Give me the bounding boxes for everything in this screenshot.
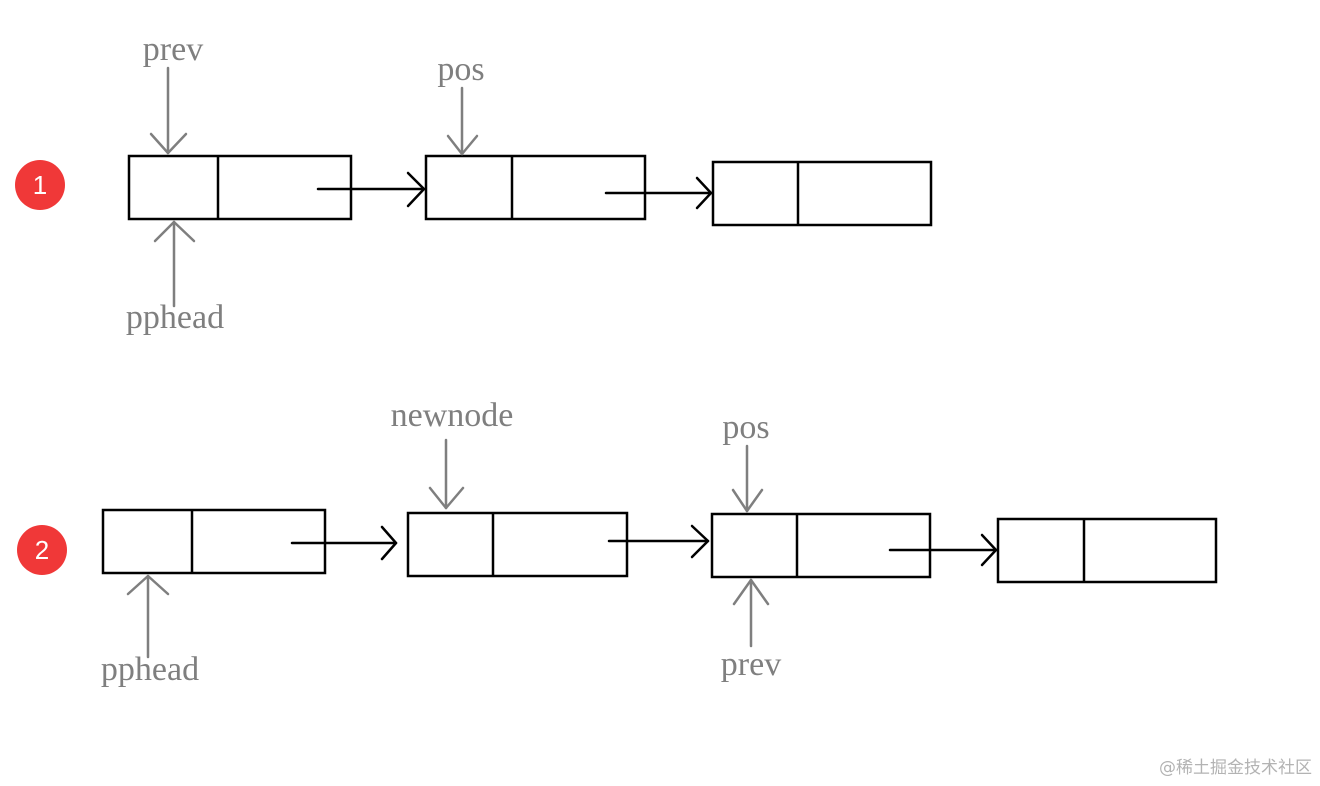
pointer-prev: prev bbox=[721, 578, 781, 683]
list-node bbox=[710, 512, 932, 579]
pointer-pphead: pphead bbox=[101, 574, 199, 688]
pointer-prev: prev bbox=[143, 31, 203, 155]
next-link-arrow bbox=[604, 176, 713, 210]
list-node bbox=[711, 160, 933, 227]
next-link-arrow bbox=[316, 171, 426, 208]
pointer-pphead: pphead bbox=[126, 220, 224, 336]
step-badge: 2 bbox=[17, 525, 67, 575]
pointer-label: pphead bbox=[101, 651, 199, 688]
list-node bbox=[101, 508, 327, 575]
list-node bbox=[406, 511, 629, 578]
pointer-newnode: newnode bbox=[391, 397, 514, 510]
step-2: 2 bbox=[17, 397, 1218, 688]
pointer-label: prev bbox=[143, 31, 203, 68]
pointer-label: pos bbox=[437, 51, 484, 88]
watermark-text: @稀土掘金技术社区 bbox=[1159, 758, 1312, 778]
pointer-label: pos bbox=[722, 409, 769, 446]
step-badge-number: 2 bbox=[35, 535, 49, 565]
next-link-arrow bbox=[607, 524, 710, 559]
step-badge-number: 1 bbox=[33, 170, 47, 200]
step-badge: 1 bbox=[15, 160, 65, 210]
pointer-label: newnode bbox=[391, 397, 514, 434]
list-node bbox=[996, 517, 1218, 584]
pointer-pos: pos bbox=[722, 409, 770, 513]
list-node bbox=[127, 154, 353, 221]
pointer-label: pphead bbox=[126, 299, 224, 336]
list-node bbox=[424, 154, 647, 221]
pointer-pos: pos bbox=[437, 51, 485, 156]
step-1: 1 prev pos bbox=[15, 31, 933, 336]
pointer-label: prev bbox=[721, 646, 781, 683]
next-link-arrow bbox=[290, 525, 398, 561]
next-link-arrow bbox=[888, 533, 998, 567]
